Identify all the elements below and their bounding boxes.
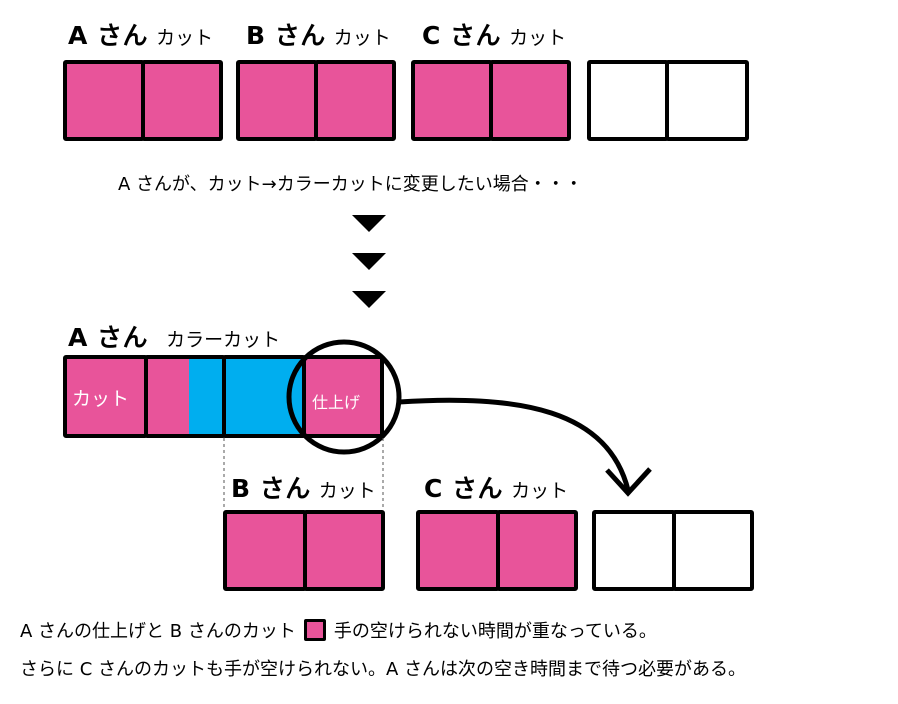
- legend-pink-square: [303, 619, 326, 641]
- finish-label: 仕上げ: [312, 393, 361, 412]
- top-a-label: A さんカット: [68, 16, 213, 52]
- top-a-name: A さん: [68, 21, 149, 50]
- bottom-empty-slot-2: [672, 510, 754, 591]
- top-b-service: カット: [333, 27, 391, 49]
- top-c-slot-2: [489, 60, 571, 141]
- bottom-b-label: B さんカット: [231, 469, 376, 505]
- bottom-a-label: A さんカラーカット: [68, 318, 280, 354]
- bottom-a-cut-slot: カット: [63, 355, 148, 438]
- top-empty-slot-2: [665, 60, 749, 141]
- note-line1-right: 手の空けられない時間が重なっている。: [333, 621, 657, 642]
- bottom-b-slot-1: [223, 510, 307, 591]
- top-c-label: C さんカット: [422, 16, 566, 52]
- bottom-b-service: カット: [318, 480, 376, 502]
- top-a-slot-2: [141, 60, 223, 141]
- bottom-a-service: カラーカット: [166, 329, 281, 351]
- move-arrow-head-icon: [605, 467, 652, 497]
- bottom-a-finish-slot: 仕上げ: [302, 355, 384, 438]
- bottom-empty-slot-1: [592, 510, 676, 591]
- bottom-a-color-slot: [144, 355, 226, 438]
- bottom-a-name: A さん: [68, 323, 149, 352]
- scenario-caption: A さんが、カット→カラーカットに変更したい場合・・・: [118, 174, 583, 195]
- note-line-1: A さんの仕上げと B さんのカット 手の空けられない時間が重なっている。: [20, 617, 657, 643]
- note-line-2: さらに C さんのカットも手が空けられない。A さんは次の空き時間まで待つ必要が…: [20, 659, 747, 680]
- bottom-c-slot-1: [416, 510, 500, 591]
- overlap-highlight-circle: [286, 339, 402, 455]
- down-arrow-icon: [352, 215, 386, 232]
- note-line1-left: A さんの仕上げと B さんのカット: [20, 621, 296, 642]
- bottom-c-slot-2: [496, 510, 578, 591]
- top-a-service: カット: [156, 27, 214, 49]
- bottom-b-slot-2: [303, 510, 385, 591]
- top-b-label: B さんカット: [246, 16, 391, 52]
- bottom-b-name: B さん: [231, 474, 311, 503]
- bottom-c-name: C さん: [424, 474, 504, 503]
- bottom-c-label: C さんカット: [424, 469, 568, 505]
- bottom-c-service: カット: [511, 480, 569, 502]
- move-arrow-curve: [398, 397, 631, 491]
- top-c-service: カット: [509, 27, 567, 49]
- cut-label: カット: [72, 388, 130, 410]
- down-arrow-icon: [352, 253, 386, 270]
- top-b-name: B さん: [246, 21, 326, 50]
- top-b-slot-2: [314, 60, 396, 141]
- down-arrow-icon: [352, 291, 386, 308]
- top-c-name: C さん: [422, 21, 502, 50]
